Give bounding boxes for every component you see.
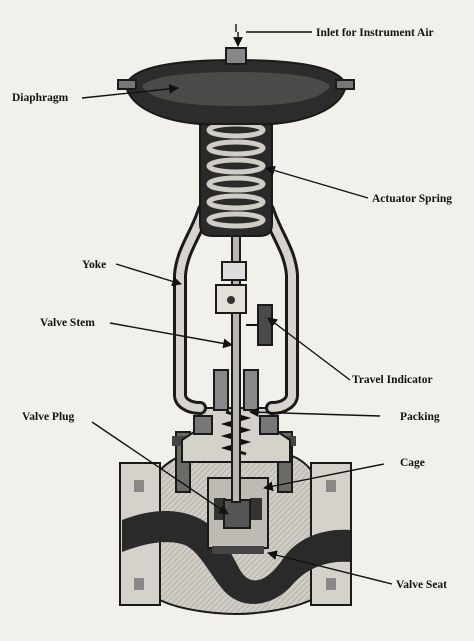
- packing-stud-left: [213, 369, 229, 411]
- cage-and-plug: [207, 477, 269, 554]
- leader-yoke: [115, 263, 182, 287]
- stem-connector: [215, 261, 273, 346]
- label-cage: Cage: [400, 457, 425, 469]
- flow-passage: [122, 510, 350, 604]
- packing-nut-right: [259, 415, 279, 435]
- right-flange-bolt-bottom: [326, 578, 336, 590]
- actuator: [117, 47, 355, 237]
- label-travel-indicator: Travel Indicator: [352, 374, 433, 386]
- leader-valve-stem: [109, 322, 233, 349]
- labels: Inlet for Instrument Air Diaphragm Actua…: [12, 27, 452, 591]
- leader-packing: [249, 407, 381, 418]
- label-leaders: [81, 24, 393, 585]
- left-flange-bolt-bottom: [134, 578, 144, 590]
- label-packing: Packing: [400, 411, 440, 423]
- label-valve-plug: Valve Plug: [22, 411, 75, 423]
- label-diaphragm: Diaphragm: [12, 92, 69, 104]
- left-flange-bolt-top: [134, 480, 144, 492]
- cage-port-right: [250, 498, 262, 520]
- label-yoke: Yoke: [82, 259, 106, 271]
- leader-valve-plug: [91, 421, 229, 515]
- label-valve-stem: Valve Stem: [40, 317, 95, 329]
- label-actuator-spring: Actuator Spring: [372, 193, 452, 205]
- casing-bolt-left: [117, 79, 137, 90]
- leader-valve-seat: [267, 550, 393, 585]
- valve-seat-ring: [212, 546, 264, 554]
- yoke: [173, 203, 299, 415]
- stem-connector-upper: [221, 261, 247, 281]
- travel-indicator-scale: [257, 304, 273, 346]
- leader-actuator-spring: [265, 165, 369, 199]
- casing-bolt-right: [335, 79, 355, 90]
- diaphragm: [142, 72, 330, 106]
- right-flange-bolt-top: [326, 480, 336, 492]
- stem-connector-block: [215, 284, 247, 314]
- air-inlet-fitting: [225, 47, 247, 65]
- leader-travel-indicator: [267, 317, 351, 381]
- leader-diaphragm: [81, 84, 179, 99]
- packing-nut-left: [193, 415, 213, 435]
- actuator-spring: [206, 121, 266, 229]
- label-valve-seat: Valve Seat: [396, 579, 447, 591]
- leader-cage: [263, 463, 385, 492]
- packing-stud-right: [243, 369, 259, 411]
- label-inlet: Inlet for Instrument Air: [316, 27, 434, 39]
